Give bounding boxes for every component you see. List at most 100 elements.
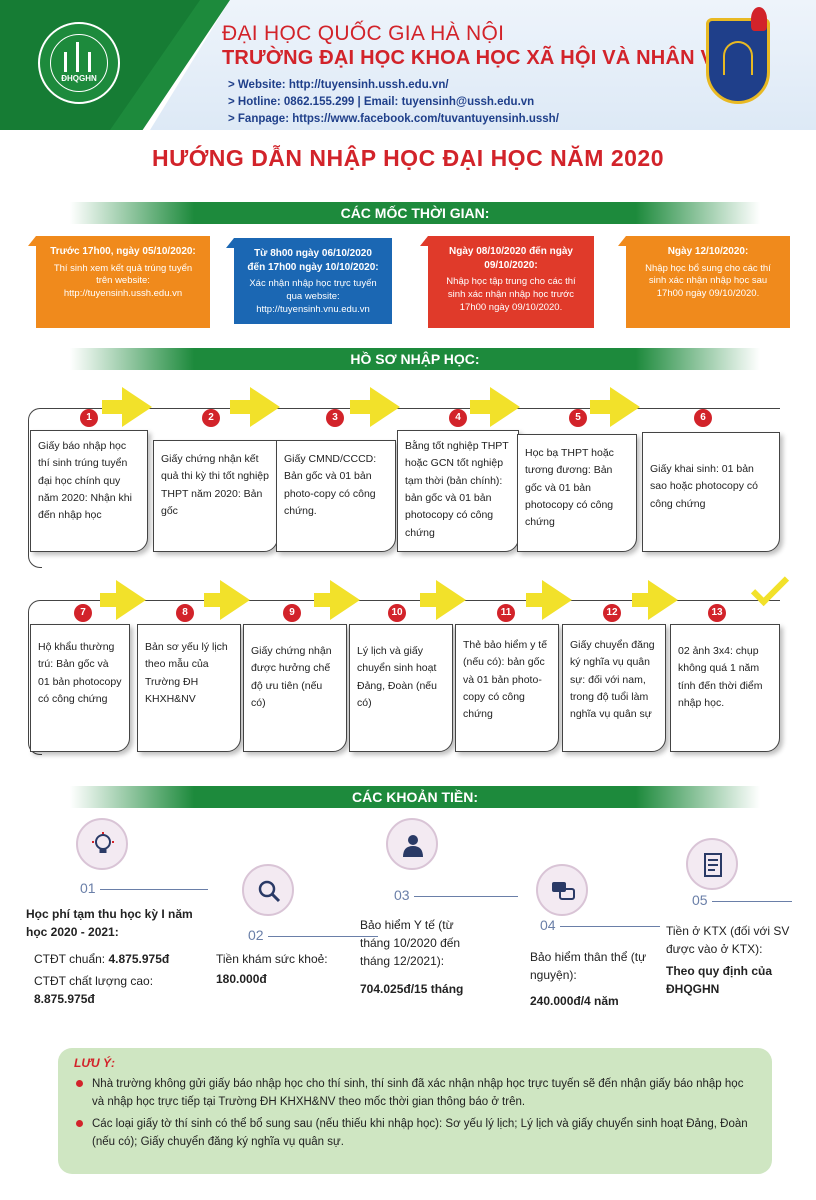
vnu-logo: ĐHQGHN: [38, 22, 120, 104]
torch-icon: [751, 7, 767, 31]
arrow-icon: [648, 580, 678, 620]
doc-number-badge: 7: [74, 604, 92, 622]
doc-number-badge: 9: [283, 604, 301, 622]
fee-value: 240.000đ/4 năm: [530, 994, 619, 1008]
document-card-2: Giấy chứng nhận kết quả thi kỳ thi tốt n…: [153, 440, 278, 552]
timeline-box-4: Ngày 12/10/2020: Nhập học bổ sung cho cá…: [618, 236, 790, 328]
page-header: ĐHQGHN ĐẠI HỌC QUỐC GIA HÀ NỘI TRƯỜNG ĐẠ…: [0, 0, 816, 130]
doc-number-badge: 5: [569, 409, 587, 427]
person-icon: [386, 818, 438, 870]
doc-number-badge: 3: [326, 409, 344, 427]
section-documents-header: HỒ SƠ NHẬP HỌC:: [70, 348, 760, 370]
fee-value: 4.875.975đ: [108, 952, 170, 966]
document-card-4: Bằng tốt nghiệp THPT hoặc GCN tốt nghiệp…: [397, 430, 519, 552]
document-card-10: Lý lịch và giấy chuyển sinh hoạt Đảng, Đ…: [349, 624, 453, 752]
arrow-icon: [330, 580, 360, 620]
row2-line: [40, 600, 780, 601]
row1-line-end: [640, 408, 780, 409]
timeline-body: Nhập học tập trung cho các thí sinh xác …: [446, 276, 576, 313]
document-card-3: Giấy CMND/CCCD: Bản gốc và 01 bản photo-…: [276, 440, 396, 552]
arrow-icon: [220, 580, 250, 620]
ussh-logo: [706, 7, 770, 104]
document-card-13: 02 ảnh 3x4: chụp không quá 1 năm tính đế…: [670, 624, 780, 752]
timeline-heading: Từ 8h00 ngày 06/10/2020 đến 17h00 ngày 1…: [247, 248, 379, 273]
section-fees-header: CÁC KHOẢN TIỀN:: [70, 786, 760, 808]
doc-number-badge: 1: [80, 409, 98, 427]
document-card-7: Hộ khẩu thường trú: Bản gốc và 01 bản ph…: [30, 624, 130, 752]
document-icon: [686, 838, 738, 890]
fee-label: CTĐT chất lượng cao:: [34, 974, 154, 988]
note-title: LƯU Ý:: [74, 1056, 116, 1070]
timeline-box-1: Trước 17h00, ngày 05/10/2020: Thí sinh x…: [28, 236, 210, 328]
timeline-heading: Ngày 08/10/2020 đến ngày 09/10/2020:: [449, 246, 573, 271]
note-box: LƯU Ý: Nhà trường không gửi giấy báo nhậ…: [58, 1048, 772, 1174]
contact-website[interactable]: > Website: http://tuyensinh.ussh.edu.vn/: [228, 79, 449, 91]
fee-value: 180.000đ: [216, 972, 267, 986]
document-card-6: Giấy khai sinh: 01 bản sao hoặc photocop…: [642, 432, 780, 552]
arrow-icon: [250, 387, 280, 427]
arrow-icon: [122, 387, 152, 427]
fee-value: 8.875.975đ: [34, 992, 95, 1006]
document-card-9: Giấy chứng nhận được hưởng chế độ ưu tiê…: [243, 624, 347, 752]
timeline-box-3: Ngày 08/10/2020 đến ngày 09/10/2020: Nhậ…: [420, 236, 594, 328]
timeline-body: Nhập học bổ sung cho các thí sinh xác nh…: [645, 262, 771, 300]
arrow-icon: [610, 387, 640, 427]
doc-number-badge: 6: [694, 409, 712, 427]
contact-fanpage[interactable]: > Fanpage: https://www.facebook.com/tuva…: [228, 113, 559, 125]
arrow-icon: [542, 580, 572, 620]
doc-number-badge: 11: [497, 604, 515, 622]
fee-title: Học phí tạm thu học kỳ I năm học 2020 - …: [26, 907, 193, 939]
contact-hotline-email[interactable]: > Hotline: 0862.155.299 | Email: tuyensi…: [228, 96, 535, 108]
lightbulb-icon: [76, 818, 128, 870]
university-name: ĐẠI HỌC QUỐC GIA HÀ NỘI: [222, 22, 505, 45]
fee-index: 04: [540, 917, 556, 933]
doc-number-badge: 12: [603, 604, 621, 622]
fee-line-standard: CTĐT chuẩn: 4.875.975đ: [34, 952, 170, 966]
document-card-11: Thẻ bảo hiểm y tế (nếu có): bản gốc và 0…: [455, 624, 559, 752]
arrow-icon: [436, 580, 466, 620]
doc-number-badge: 8: [176, 604, 194, 622]
doc-number-badge: 10: [388, 604, 406, 622]
header-background: [150, 0, 816, 130]
fee-value: 704.025đ/15 tháng: [360, 982, 464, 996]
document-card-12: Giấy chuyển đăng ký nghĩa vụ quân sự: đố…: [562, 624, 666, 752]
fee-index: 01: [80, 880, 96, 896]
arrow-icon: [370, 387, 400, 427]
document-card-8: Bản sơ yếu lý lịch theo mẫu của Trường Đ…: [137, 624, 241, 752]
timeline-tail: [420, 236, 428, 246]
fee-index: 02: [248, 927, 264, 943]
bullet-icon: [76, 1080, 83, 1087]
fee-label: Tiền khám sức khoẻ:: [216, 952, 328, 966]
timeline-tail: [226, 238, 234, 248]
doc-number-badge: 13: [708, 604, 726, 622]
fee-label: Bảo hiểm thân thể (tự nguyện):: [530, 950, 647, 982]
vnu-logo-text: ĐHQGHN: [61, 74, 97, 83]
doc-number-badge: 4: [449, 409, 467, 427]
timeline-heading: Trước 17h00, ngày 05/10/2020:: [50, 246, 196, 257]
gate-icon: [723, 41, 753, 75]
fee-index: 03: [394, 887, 410, 903]
fee-label: Tiền ở KTX (đối với SV được vào ở KTX):: [666, 924, 790, 956]
doc-number-badge: 2: [202, 409, 220, 427]
school-name: TRƯỜNG ĐẠI HỌC KHOA HỌC XÃ HỘI VÀ NHÂN V…: [222, 47, 744, 69]
arrow-icon: [116, 580, 146, 620]
bullet-icon: [76, 1119, 83, 1127]
note-item: Các loại giấy tờ thí sinh có thể bổ sung…: [74, 1115, 756, 1152]
fee-label: Bảo hiểm Y tế (từ tháng 10/2020 đến thán…: [360, 918, 461, 968]
document-card-5: Học bạ THPT hoặc tương đương: Bản gốc và…: [517, 434, 637, 552]
magnifier-icon: [242, 864, 294, 916]
chat-icon: [536, 864, 588, 916]
timeline-body: Xác nhận nhập học trực tuyến qua website…: [249, 278, 377, 315]
arrow-icon: [490, 387, 520, 427]
timeline-box-2: Từ 8h00 ngày 06/10/2020 đến 17h00 ngày 1…: [226, 238, 392, 324]
timeline-body: Thí sinh xem kết quả trúng tuyển trên we…: [53, 262, 193, 300]
timeline-tail: [618, 236, 626, 246]
section-timeline-header: CÁC MỐC THỜI GIAN:: [70, 202, 760, 224]
timeline-heading: Ngày 12/10/2020:: [667, 246, 749, 257]
note-item: Nhà trường không gửi giấy báo nhập học c…: [74, 1075, 756, 1112]
row1-line: [40, 408, 760, 409]
timeline-tail: [28, 236, 36, 246]
fee-index: 05: [692, 892, 708, 908]
document-card-1: Giấy báo nhập học thí sinh trúng tuyển đ…: [30, 430, 148, 552]
fee-value: Theo quy định của ĐHQGHN: [666, 964, 773, 996]
